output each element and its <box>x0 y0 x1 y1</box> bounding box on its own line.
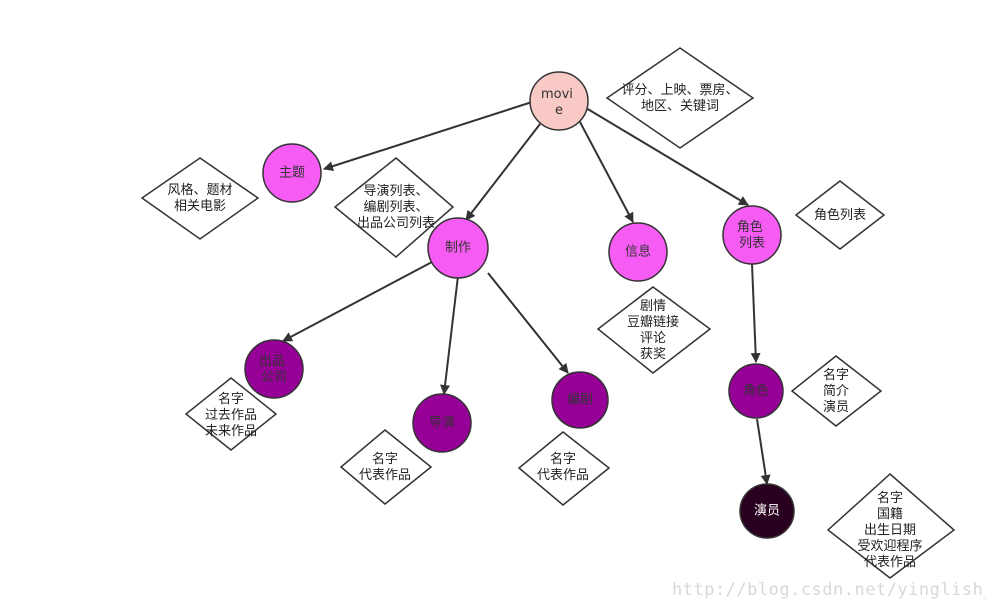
note-actor-diamond <box>826 472 956 579</box>
note-line: 相关电影 <box>174 199 226 214</box>
note-line: 出生日期 <box>864 523 916 538</box>
node-theme-label: 主题 <box>279 166 305 181</box>
note-line: 国籍 <box>877 506 903 522</box>
node-role-label: 角色 <box>743 383 769 399</box>
note-line: 名字 <box>877 490 903 506</box>
node-actor-label: 演员 <box>754 503 780 519</box>
node-screenwriter-circle <box>551 371 609 429</box>
node-movie-label: movi e <box>541 87 577 118</box>
note-screenwriter-diamond <box>517 431 611 506</box>
node-movie-circle <box>529 71 589 131</box>
note-rolelist-diamond <box>794 180 886 250</box>
node-production-label: 制作 <box>445 241 471 256</box>
node-rolelist-circle <box>722 205 782 265</box>
note-line: 评论 <box>640 331 666 346</box>
note-line: 代表作品 <box>864 555 916 570</box>
note-line: 过去作品 <box>205 408 257 423</box>
note-rolelist-text: 角色列表 <box>814 207 866 223</box>
note-line: 获奖 <box>640 347 666 362</box>
node-theme-circle <box>262 143 322 203</box>
edge-production-director <box>440 275 459 395</box>
note-line: 剧情 <box>640 299 666 314</box>
node-production-circle <box>427 217 489 279</box>
note-line: 名字 <box>372 451 398 467</box>
node-labels: movi e 主题 制作 信息 角色 列表 出品 公司 导演 编剧 角色 演员 <box>259 87 780 519</box>
note-director-diamond <box>339 429 433 505</box>
node-director-label: 导演 <box>429 415 455 431</box>
note-movie-text: 评分、上映、票房、地区、关键词 <box>621 82 738 114</box>
note-role-text: 名字简介演员 <box>823 367 849 415</box>
node-company-circle <box>244 339 304 399</box>
node-company-label: 出品 公司 <box>259 354 289 385</box>
note-line: 角色列表 <box>814 207 866 223</box>
note-company-diamond <box>184 377 278 451</box>
note-line: 导演列表、 <box>363 183 428 199</box>
edge-movie-rolelist <box>585 107 749 206</box>
node-actor-circle <box>739 483 795 539</box>
node-info-label: 信息 <box>625 244 651 260</box>
note-actor-text: 名字国籍出生日期受欢迎程序代表作品 <box>857 490 922 570</box>
note-theme-text: 风格、题材相关电影 <box>167 182 232 214</box>
note-line: 名字 <box>823 367 849 383</box>
note-line: 地区、关键词 <box>641 99 719 114</box>
note-texts: 评分、上映、票房、地区、关键词 风格、题材相关电影 导演列表、编剧列表、出品公司… <box>167 82 922 570</box>
note-line: 演员 <box>823 399 849 415</box>
edge-production-company <box>282 261 433 342</box>
edge-movie-production <box>465 123 541 221</box>
edge-movie-theme <box>323 101 533 171</box>
note-company-text: 名字过去作品未来作品 <box>205 391 257 439</box>
node-screenwriter-label: 编剧 <box>567 393 593 408</box>
edges <box>282 101 771 485</box>
note-line: 出品公司列表 <box>357 216 435 231</box>
note-production-diamond <box>333 157 455 258</box>
note-info-text: 剧情豆瓣链接评论获奖 <box>627 299 679 362</box>
node-role-circle <box>728 363 784 419</box>
note-line: 未来作品 <box>205 424 257 439</box>
note-diamonds <box>140 47 956 579</box>
note-line: 风格、题材 <box>167 182 232 198</box>
note-info-diamond <box>596 286 712 374</box>
note-movie-diamond <box>605 47 755 149</box>
entity-nodes <box>244 71 795 539</box>
note-line: 名字 <box>218 391 244 407</box>
note-production-text: 导演列表、编剧列表、出品公司列表 <box>357 183 435 231</box>
node-info-circle <box>608 222 668 282</box>
note-director-text: 名字代表作品 <box>359 451 411 483</box>
note-line: 代表作品 <box>537 468 589 483</box>
note-line: 豆瓣链接 <box>627 314 679 330</box>
edge-movie-info <box>579 121 634 223</box>
note-line: 评分、上映、票房、 <box>621 82 738 98</box>
node-rolelist-label: 角色 列表 <box>737 219 767 251</box>
watermark-url: http://blog.csdn.net/yinglish_ <box>672 580 986 600</box>
note-line: 代表作品 <box>359 468 411 483</box>
note-theme-diamond <box>140 157 260 240</box>
note-line: 受欢迎程序 <box>857 539 922 554</box>
edge-role-actor <box>756 418 771 485</box>
edge-rolelist-role <box>750 263 761 363</box>
note-screenwriter-text: 名字代表作品 <box>537 451 589 483</box>
note-role-diamond <box>790 355 883 427</box>
note-line: 简介 <box>823 383 849 399</box>
edge-production-screenwriter <box>487 272 569 374</box>
node-director-circle <box>412 393 472 453</box>
note-line: 编剧列表、 <box>363 200 428 215</box>
note-line: 名字 <box>550 451 576 467</box>
